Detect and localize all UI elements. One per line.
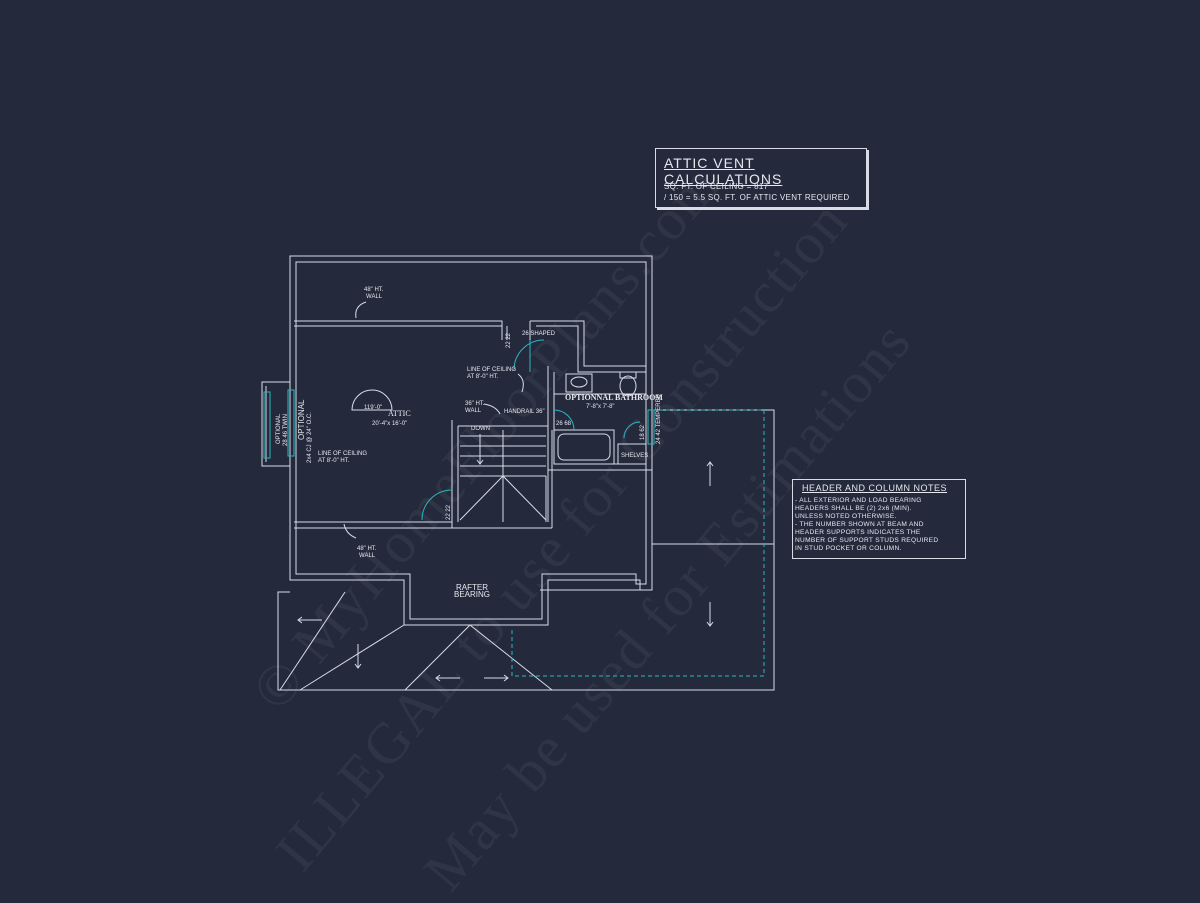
notes-line: IN STUD POCKET OR COLUMN. bbox=[795, 545, 902, 552]
attic-vent-title: ATTIC VENT CALCULATIONS bbox=[664, 155, 783, 187]
notes-line: HEADERS SHALL BE (2) 2x6 (MIN). bbox=[795, 505, 912, 512]
exterior-wall-inner bbox=[295, 261, 647, 620]
stair-treads bbox=[459, 430, 547, 522]
notes-line: - THE NUMBER SHOWN AT BEAM AND bbox=[795, 521, 924, 528]
notes-line: UNLESS NOTED OTHERWISE. bbox=[795, 513, 897, 520]
header-column-notes: HEADER AND COLUMN NOTES - ALL EXTERIOR A… bbox=[792, 479, 966, 559]
down-label: DOWN bbox=[471, 426, 490, 432]
door-18-label: 18 62 bbox=[640, 424, 646, 440]
notes-line: - ALL EXTERIOR AND LOAD BEARING bbox=[795, 497, 922, 504]
shelves-label: SHELVES bbox=[621, 453, 649, 459]
bath-size: 7'-8"x 7'-8" bbox=[586, 404, 615, 410]
joist-label: 2x4 CJ @ 24" O.C. bbox=[307, 412, 313, 463]
door-22-left-label: 22 22 bbox=[446, 504, 452, 520]
shaped-label: 26 SHAPED bbox=[522, 331, 556, 337]
window-label-1: OPTIONAL bbox=[276, 413, 282, 444]
attic-ceiling: 119'-0" bbox=[364, 405, 383, 411]
door-swing-attic bbox=[421, 489, 453, 521]
exterior-wall bbox=[289, 255, 653, 626]
tempered-label: 24 42 TEMPERED bbox=[656, 394, 662, 444]
notes-title: HEADER AND COLUMN NOTES bbox=[802, 483, 948, 493]
attic-size: 20'-4"x 16'-0" bbox=[372, 421, 408, 427]
notes-line: NUMBER OF SUPPORT STUDS REQUIRED bbox=[795, 537, 939, 544]
door-22-top-label: 22 22 bbox=[506, 332, 512, 348]
dashed-roof-line bbox=[511, 409, 765, 677]
attic-vent-line-2: / 150 = 5.5 SQ. FT. OF ATTIC VENT REQUIR… bbox=[664, 193, 850, 202]
wall-top-label: 48" HT.WALL bbox=[364, 287, 384, 300]
door-swing-shaped bbox=[513, 339, 545, 371]
knee-wall-bottom bbox=[294, 521, 453, 529]
knee-wall-top bbox=[294, 320, 503, 327]
handrail-label: HANDRAIL 36" bbox=[504, 409, 545, 415]
door-2668-label: 26 68 bbox=[556, 421, 572, 427]
attic-vent-calculations: ATTIC VENT CALCULATIONS SQ. FT. OF CEILI… bbox=[655, 148, 867, 208]
notes-line: HEADER SUPPORTS INDICATES THE bbox=[795, 529, 921, 536]
window-label-2: 28 46 TWIN bbox=[283, 414, 289, 446]
attic-vent-line-1: SQ. FT. OF CEILING = 817 bbox=[664, 182, 769, 191]
stair-wall-label: 36" HT.WALL bbox=[465, 401, 485, 414]
door-swing-bath bbox=[553, 409, 575, 431]
wall-bottom-label: 48" HT.WALL bbox=[357, 546, 377, 559]
optional-label: OPTIONAL bbox=[297, 399, 306, 440]
bath-title: OPTIONNAL BATHROOM bbox=[565, 393, 663, 402]
attic-title: ATTIC bbox=[388, 409, 411, 418]
